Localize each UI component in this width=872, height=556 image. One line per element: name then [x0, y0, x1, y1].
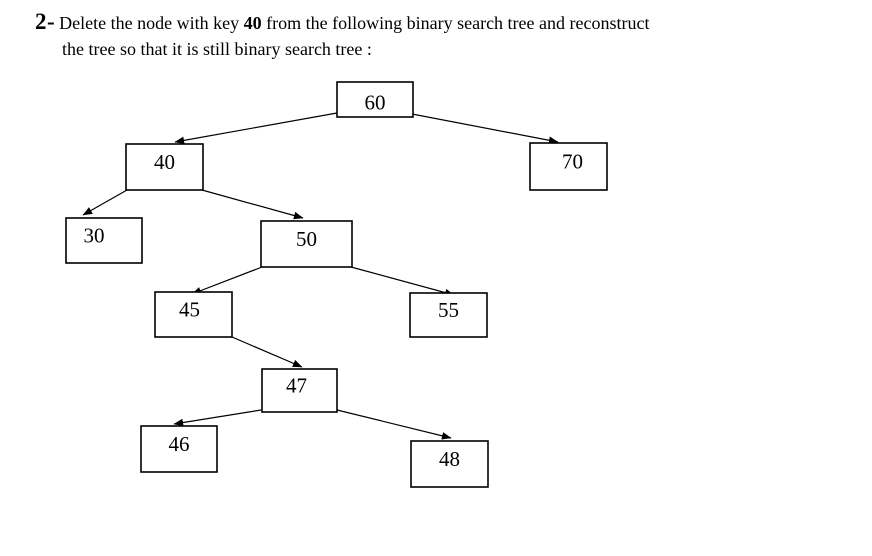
- tree-node-box-40: [125, 143, 204, 191]
- tree-node-47: 47: [261, 368, 338, 413]
- tree-node-box-45: [154, 291, 233, 338]
- tree-edges: [82, 112, 559, 440]
- tree-node-box-70: [529, 142, 608, 191]
- tree-node-value-60: 60: [365, 91, 386, 115]
- tree-nodes: 60 40 70 30 50 45 55 47 46 48: [65, 81, 608, 488]
- question-line2: the tree so that it is still binary sear…: [62, 39, 372, 59]
- question-number: 2-: [35, 9, 56, 34]
- tree-node-value-47: 47: [286, 374, 307, 398]
- tree-node-46: 46: [140, 425, 218, 473]
- tree-node-30: 30: [65, 217, 143, 264]
- question-before-key: Delete the node with key: [59, 13, 244, 33]
- tree-node-45: 45: [154, 291, 233, 338]
- tree-node-box-60: [336, 81, 414, 118]
- tree-edge-60-70: [411, 113, 559, 145]
- tree-node-50: 50: [260, 220, 353, 268]
- tree-node-box-55: [409, 292, 488, 338]
- tree-node-box-30: [65, 217, 143, 264]
- tree-edge-50-45: [191, 266, 263, 295]
- tree-edge-47-46: [173, 409, 262, 427]
- tree-edge-60-40: [174, 112, 338, 145]
- tree-node-box-46: [140, 425, 218, 473]
- tree-node-value-46: 46: [169, 432, 190, 456]
- tree-node-value-40: 40: [154, 150, 175, 174]
- tree-edge-47-48: [336, 409, 452, 440]
- tree-edge-50-55: [350, 266, 455, 297]
- tree-node-box-48: [410, 440, 489, 488]
- tree-node-value-55: 55: [438, 298, 459, 322]
- tree-node-40: 40: [125, 143, 204, 191]
- tree-node-box-50: [260, 220, 353, 268]
- tree-node-value-70: 70: [562, 150, 583, 174]
- question-line1: Delete the node with key 40 from the fol…: [59, 13, 649, 33]
- tree-node-value-50: 50: [296, 227, 317, 251]
- tree-node-value-45: 45: [179, 298, 200, 322]
- tree-node-60: 60: [336, 81, 414, 118]
- tree-edge-40-50: [201, 189, 304, 220]
- tree-node-value-48: 48: [439, 447, 460, 471]
- tree-edge-45-47: [231, 336, 303, 368]
- tree-node-value-30: 30: [84, 224, 105, 248]
- tree-node-48: 48: [410, 440, 489, 488]
- tree-node-box-47: [261, 368, 338, 413]
- tree-node-55: 55: [409, 292, 488, 338]
- tree-edge-40-30: [82, 189, 128, 216]
- question-text-block: 2-Delete the node with key 40 from the f…: [35, 9, 802, 62]
- tree-node-70: 70: [529, 142, 608, 191]
- question-key-value: 40: [243, 13, 262, 33]
- question-after-key: from the following binary search tree an…: [261, 13, 650, 33]
